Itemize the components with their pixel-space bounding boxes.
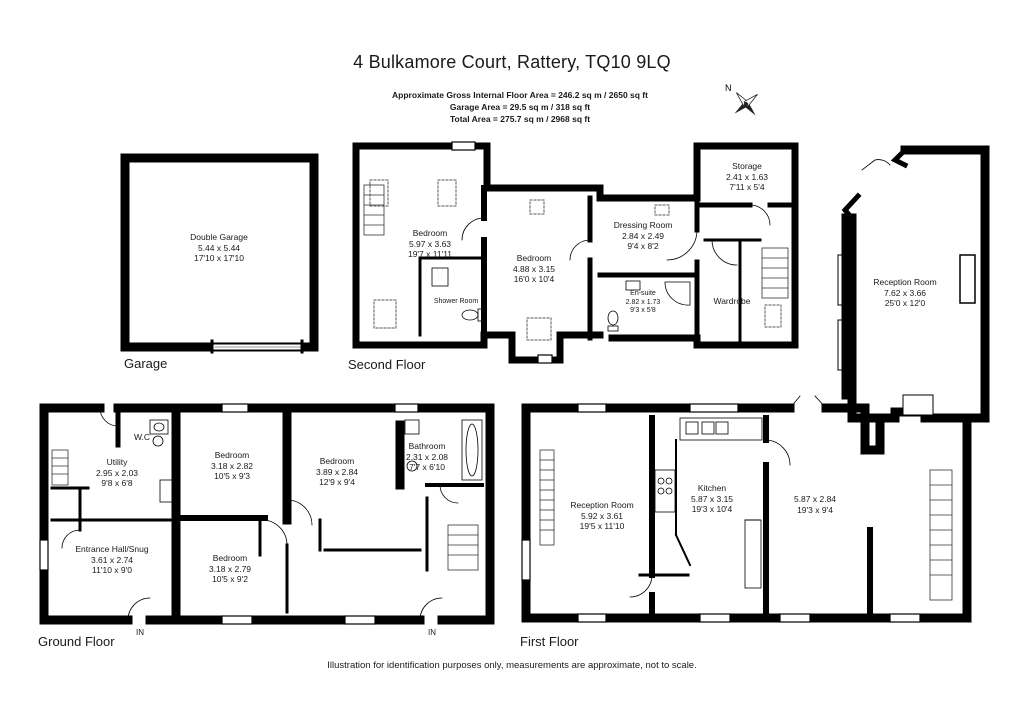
room-metric: 3.61 x 2.74 — [90, 554, 134, 565]
garage-walls — [120, 153, 319, 354]
room-name: Entrance Hall/Snug — [75, 544, 149, 554]
room-imperial: 12'9 x 9'4 — [319, 477, 355, 487]
room-label-entrance-hall: Entrance Hall/Snug 3.61 x 2.74 11'10 x 9… — [75, 544, 148, 576]
room-imperial: 25'0 x 12'0 — [884, 298, 926, 308]
room-metric: 5.87 x 3.15 — [690, 493, 734, 504]
room-metric: 5.97 x 3.63 — [408, 238, 452, 249]
room-name: W.C — [133, 432, 151, 442]
room-imperial: 19'3 x 9'4 — [797, 504, 833, 515]
room-name: Utility — [106, 457, 128, 467]
disclaimer-footer: Illustration for identification purposes… — [327, 660, 697, 671]
room-label-bedroom-gf-1: Bedroom 3.18 x 2.82 10'5 x 9'3 — [211, 450, 253, 482]
floor-label-garage: Garage — [124, 356, 168, 371]
room-imperial: 19'5 x 11'10 — [579, 521, 625, 531]
room-metric: 2.84 x 2.49 — [621, 230, 665, 241]
second-floor-walls — [352, 141, 799, 364]
area-total: Total Area = 275.7 sq m / 2968 sq ft — [449, 114, 591, 124]
room-label-storage: Storage 2.41 x 1.63 7'11 x 5'4 — [726, 161, 768, 193]
room-label-dining: 5.87 x 2.84 19'3 x 9'4 — [794, 494, 836, 515]
area-garage: Garage Area = 29.5 sq m / 318 sq ft — [449, 102, 591, 112]
room-metric: 5.92 x 3.61 — [580, 510, 624, 521]
room-label-shower-room: Shower Room — [434, 298, 478, 307]
room-label-wardrobe: Wardrobe — [713, 296, 750, 307]
room-label-en-suite: En-suite 2.82 x 1.73 9'3 x 5'8 — [626, 290, 661, 316]
room-metric: 2.31 x 2.08 — [405, 451, 449, 462]
room-name: Bedroom — [319, 456, 355, 466]
room-metric: 2.82 x 1.73 — [625, 298, 661, 306]
room-name: Dressing Room — [613, 220, 673, 230]
room-label-bedroom-gf-3: Bedroom 3.18 x 2.79 10'5 x 9'2 — [209, 553, 251, 585]
room-imperial: 19'7 x 11'11 — [407, 249, 453, 259]
room-label-bathroom: Bathroom 2.31 x 2.08 7'7 x 6'10 — [406, 441, 448, 473]
room-imperial: 19'3 x 10'4 — [691, 504, 733, 514]
room-name: Bedroom — [412, 228, 448, 238]
room-imperial: 10'5 x 9'3 — [214, 471, 250, 481]
room-name: Storage — [732, 161, 762, 171]
property-title: 4 Bulkamore Court, Rattery, TQ10 9LQ — [353, 52, 671, 72]
entry-marker-1: IN — [136, 628, 144, 637]
room-metric: 3.18 x 2.79 — [208, 563, 252, 574]
room-label-bedroom-gf-2: Bedroom 3.89 x 2.84 12'9 x 9'4 — [316, 456, 358, 488]
room-metric: 2.95 x 2.03 — [95, 467, 139, 478]
room-label-bedroom-sf-1: Bedroom 5.97 x 3.63 19'7 x 11'11 — [408, 228, 452, 260]
room-label-double-garage: Double Garage 5.44 x 5.44 17'10 x 17'10 — [190, 232, 248, 264]
room-imperial: 17'10 x 17'10 — [193, 253, 245, 263]
floor-label-ground: Ground Floor — [38, 634, 115, 649]
room-name: Wardrobe — [713, 296, 751, 306]
room-name: Bedroom — [212, 553, 248, 563]
room-name: Reception Room — [570, 500, 634, 510]
floor-label-second: Second Floor — [348, 357, 426, 372]
floor-label-first: First Floor — [520, 634, 579, 649]
room-label-bedroom-sf-2: Bedroom 4.88 x 3.15 16'0 x 10'4 — [513, 253, 555, 285]
room-metric: 3.89 x 2.84 — [315, 466, 359, 477]
entry-marker-2: IN — [428, 628, 436, 637]
room-name: Bedroom — [214, 450, 250, 460]
room-imperial: 11'10 x 9'0 — [92, 565, 132, 575]
room-imperial: 9'3 x 5'8 — [630, 307, 656, 314]
room-metric: 5.87 x 2.84 — [793, 494, 837, 504]
room-metric: 3.18 x 2.82 — [210, 460, 254, 471]
room-imperial: 7'11 x 5'4 — [729, 182, 765, 192]
room-name: Bedroom — [516, 253, 552, 263]
area-internal: Approximate Gross Internal Floor Area = … — [392, 90, 648, 100]
room-label-reception-upper: Reception Room 7.62 x 3.66 25'0 x 12'0 — [873, 277, 936, 309]
room-name: Shower Room — [433, 298, 479, 305]
room-name: Bathroom — [408, 441, 446, 451]
room-name: En-suite — [630, 290, 656, 297]
room-metric: 5.44 x 5.44 — [197, 242, 241, 253]
compass-rose-icon: N — [722, 80, 770, 135]
room-label-kitchen: Kitchen 5.87 x 3.15 19'3 x 10'4 — [691, 483, 733, 515]
room-label-dressing-room: Dressing Room 2.84 x 2.49 9'4 x 8'2 — [614, 220, 673, 252]
room-name: Kitchen — [697, 483, 727, 493]
compass-north-label: N — [725, 83, 732, 93]
room-label-reception-ff: Reception Room 5.92 x 3.61 19'5 x 11'10 — [570, 500, 633, 532]
room-imperial: 10'5 x 9'2 — [212, 574, 248, 584]
room-label-wc: W.C — [134, 432, 150, 443]
room-name: Reception Room — [873, 277, 937, 287]
area-summary: Approximate Gross Internal Floor Area = … — [330, 89, 710, 125]
room-label-utility: Utility 2.95 x 2.03 9'8 x 6'8 — [96, 457, 138, 489]
first-floor-walls — [521, 395, 972, 623]
room-imperial: 7'7 x 6'10 — [409, 462, 445, 472]
room-metric: 4.88 x 3.15 — [512, 263, 556, 274]
room-imperial: 9'4 x 8'2 — [627, 241, 659, 251]
room-metric: 2.41 x 1.63 — [725, 171, 769, 182]
room-imperial: 16'0 x 10'4 — [513, 274, 555, 284]
ground-floor-walls — [39, 403, 495, 625]
room-imperial: 9'8 x 6'8 — [101, 478, 133, 488]
room-metric: 7.62 x 3.66 — [883, 287, 927, 298]
room-name: Double Garage — [190, 232, 248, 242]
